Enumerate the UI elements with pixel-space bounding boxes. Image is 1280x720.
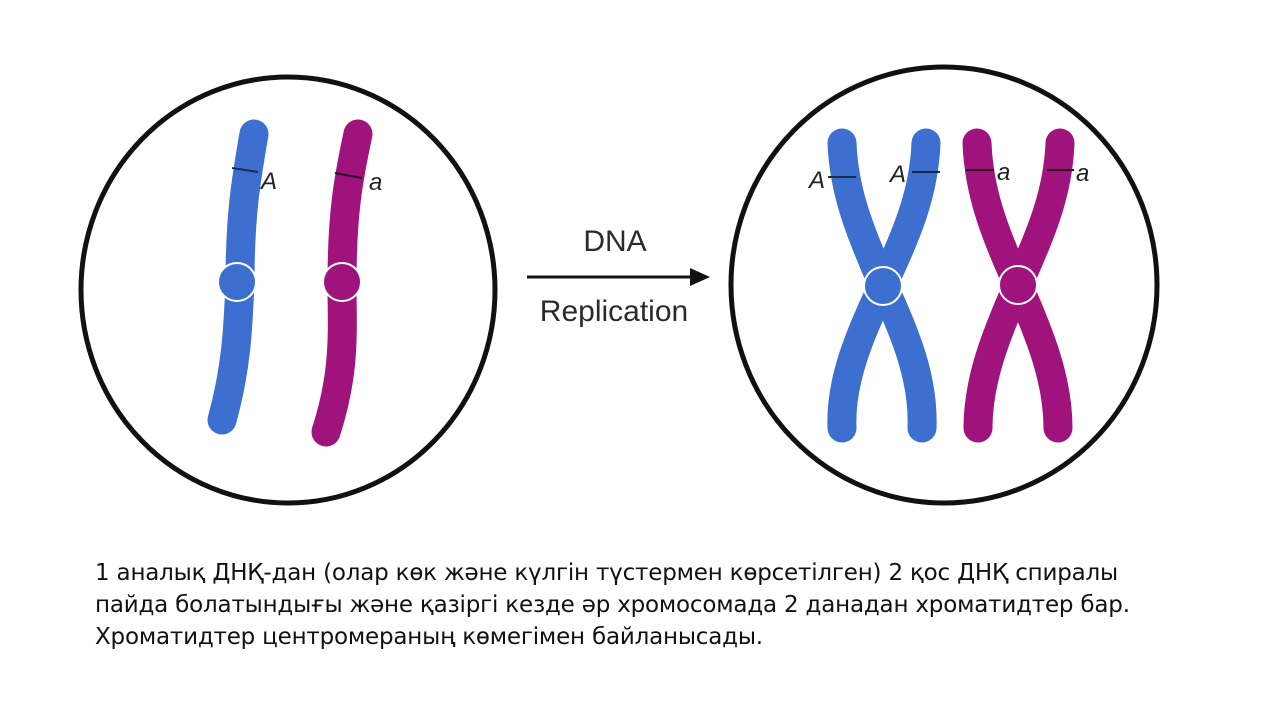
blue-replicated-chromosome: A A (807, 128, 941, 443)
dna-replication-diagram: A a DNA Replication A A (78, 64, 1160, 506)
gene-locus-mark-A (231, 167, 259, 173)
gene-locus-mark-a (334, 172, 363, 179)
right-cell-outline (728, 64, 1160, 506)
blue-centromere (217, 262, 257, 302)
blue-replicated-centromere (863, 266, 903, 306)
allele-label-a: a (369, 169, 382, 196)
arrow-label-replication: Replication (540, 295, 688, 328)
magenta-replicated-centromere (998, 265, 1038, 305)
caption-line: пайда болатындығы және қазіргі кезде әр … (95, 592, 1130, 618)
arrow-head (690, 268, 710, 286)
magenta-replicated-chromosome: a a (962, 128, 1089, 443)
allele-label-a-left: a (997, 159, 1010, 186)
arrow-label-dna: DNA (583, 225, 646, 258)
blue-chromosome: A (207, 119, 277, 435)
caption-line: 1 аналық ДНҚ-дан (олар көк және күлгін т… (95, 560, 1118, 586)
left-cell-outline (78, 74, 498, 506)
caption-text: 1 аналық ДНҚ-дан (олар көк және күлгін т… (95, 557, 1215, 653)
right-cell: A A a a (728, 64, 1160, 506)
allele-label-A: A (259, 168, 277, 195)
magenta-chromosome: a (311, 119, 382, 447)
caption-line: Хроматидтер центромераның көмегімен байл… (95, 624, 763, 650)
allele-label-a-right: a (1076, 160, 1089, 187)
left-cell: A a (78, 74, 498, 506)
magenta-centromere (322, 262, 362, 302)
allele-label-A-left: A (807, 167, 825, 194)
allele-label-A-right: A (888, 161, 906, 188)
replication-arrow: DNA Replication (527, 225, 710, 328)
